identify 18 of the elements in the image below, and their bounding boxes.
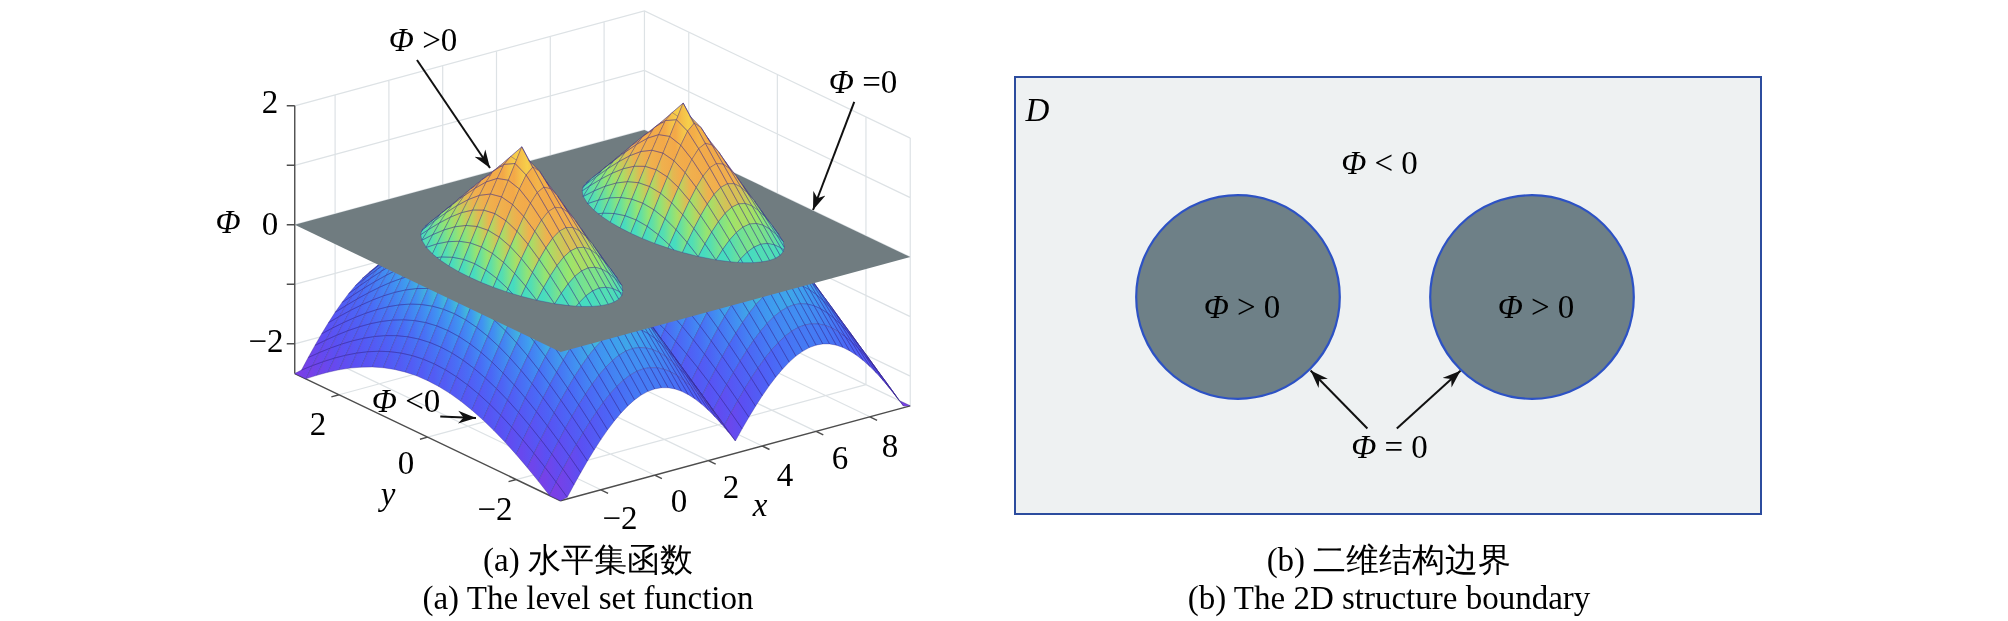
arrow xyxy=(1309,369,1369,430)
tick-label: −2 xyxy=(602,500,638,538)
tick-label: 0 xyxy=(261,206,279,244)
subfigure-caption: (a) The level set function xyxy=(422,580,754,618)
domain-rectangle xyxy=(1014,76,1762,515)
tick-label: 2 xyxy=(261,84,279,122)
region-label: Φ > 0 xyxy=(1497,288,1575,327)
domain-label: D xyxy=(1025,91,1050,130)
axis-label: Φ xyxy=(215,204,241,242)
subfigure-caption: (b) The 2D structure boundary xyxy=(1187,580,1591,618)
tick-label: −2 xyxy=(248,323,284,361)
subfigure-caption: (b) 二维结构边界 xyxy=(1266,542,1512,580)
arrow xyxy=(1395,369,1462,430)
boundary-label: Φ = 0 xyxy=(1351,428,1428,467)
subfigure-caption: (a) 水平集函数 xyxy=(483,542,693,580)
tick-label: −2 xyxy=(477,491,513,529)
region-label: Φ < 0 xyxy=(1341,144,1418,183)
region-label: Φ > 0 xyxy=(1203,288,1281,327)
